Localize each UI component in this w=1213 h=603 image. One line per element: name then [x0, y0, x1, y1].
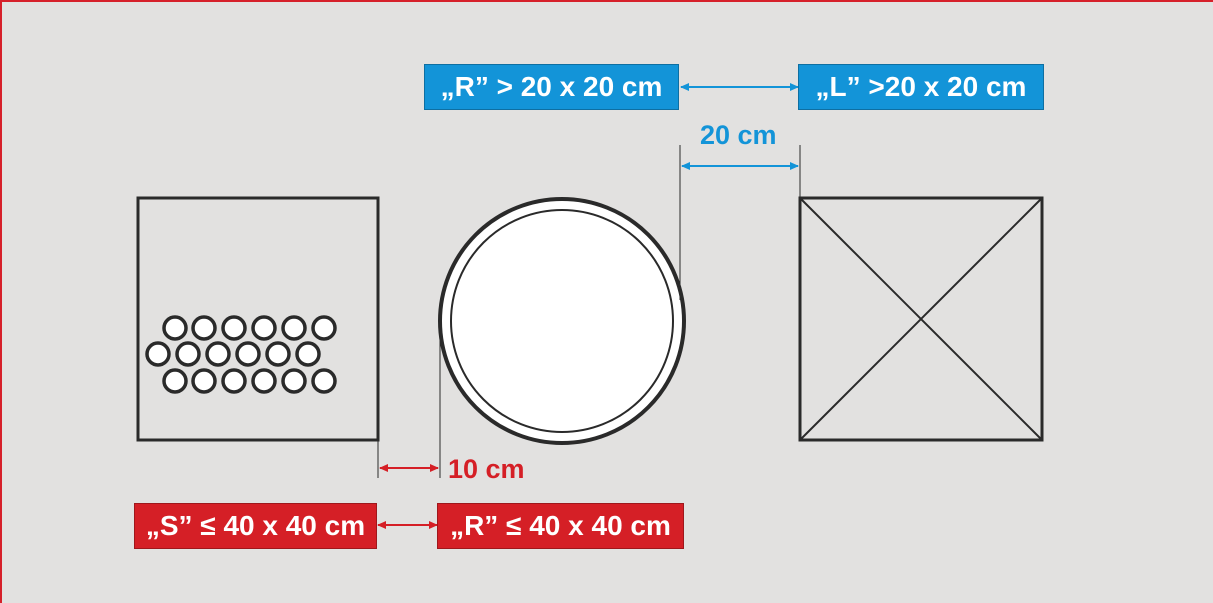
perforation-hole	[145, 341, 171, 367]
perforation-hole	[162, 315, 188, 341]
perforation-hole	[191, 315, 217, 341]
perforation-hole	[191, 368, 217, 394]
perforation-hole	[235, 341, 261, 367]
perforation-hole	[251, 368, 277, 394]
perforation-hole	[281, 368, 307, 394]
perforation-hole	[205, 341, 231, 367]
perforation-hole	[311, 368, 337, 394]
round-opening-inner-ring	[450, 209, 674, 433]
perforation-holes	[145, 315, 337, 394]
perforation-hole	[311, 315, 337, 341]
perforation-hole	[295, 341, 321, 367]
dimension-20cm-text: 20 cm	[700, 120, 777, 150]
cross-line-2	[799, 197, 1043, 441]
label-l-greater-20: „L” >20 x 20 cm	[798, 64, 1044, 110]
perforation-hole	[265, 341, 291, 367]
label-s-max-40: „S” ≤ 40 x 40 cm	[134, 503, 377, 549]
dimension-10cm-text: 10 cm	[448, 454, 525, 484]
perforation-hole	[251, 315, 277, 341]
right-square-cross	[798, 196, 1044, 442]
round-opening	[438, 197, 686, 445]
perforation-hole	[175, 341, 201, 367]
label-r-max-40: „R” ≤ 40 x 40 cm	[437, 503, 684, 549]
perforation-hole	[281, 315, 307, 341]
perforation-hole	[221, 368, 247, 394]
perforation-hole	[162, 368, 188, 394]
perforation-hole	[221, 315, 247, 341]
left-square-outline	[136, 196, 380, 442]
label-r-greater-20: „R” > 20 x 20 cm	[424, 64, 679, 110]
